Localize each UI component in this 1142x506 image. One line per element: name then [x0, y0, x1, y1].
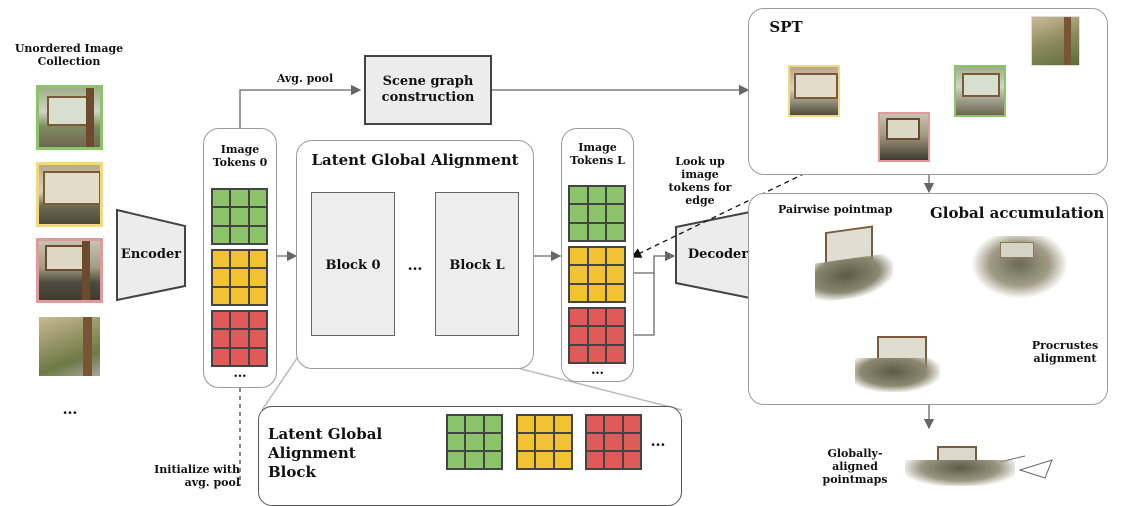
tokensL-red-grid [568, 307, 626, 364]
tokensL-green-grid [568, 185, 626, 242]
pointmap-pairwise [815, 223, 893, 306]
tokensL-to-decoder-arrow [626, 250, 676, 274]
lgab-ellipsis: … [650, 432, 666, 450]
encoder-label: Encoder [120, 247, 182, 262]
tokensL-yellow-grid [568, 246, 626, 303]
output-label: Globally-aligned pointmaps [822, 447, 888, 486]
lgab-green-grid [446, 414, 503, 470]
lgab-yellow-grid [516, 414, 573, 470]
lga-block-l-label: Block L [449, 258, 505, 273]
input-image-3 [36, 238, 103, 303]
tokens0-yellow-grid [211, 249, 268, 306]
pointmap-accumulated [972, 236, 1067, 298]
accum-title: Global accumulation [930, 204, 1105, 222]
accum-pairwise-label: Pairwise pointmap [778, 203, 893, 216]
spt-title: SPT [769, 18, 803, 36]
accum-procrustes-label: Procrustes alignment [1031, 339, 1099, 365]
lga-block-0-label: Block 0 [325, 258, 381, 273]
input-image-2 [36, 162, 103, 227]
spt-image-top [1031, 16, 1080, 66]
tokensL-red-to-decoder-line [626, 273, 655, 336]
encoder-shape [116, 208, 186, 302]
tokensL-ellipsis: … [591, 363, 604, 378]
tokens0-red-grid [211, 310, 268, 367]
output-pointmap [905, 440, 1015, 486]
input-title: Unordered Image Collection [14, 42, 124, 68]
pointmap-aligned [855, 330, 940, 392]
avg-pool-arrow [239, 84, 362, 128]
tokensL-label: Image Tokens L [570, 141, 625, 167]
lgab-red-grid [585, 414, 642, 470]
lookup-label: Look up image tokens for edge [668, 155, 732, 207]
lgab-title: Latent Global Alignment Block [268, 425, 383, 481]
spt-image-red [878, 112, 930, 162]
scene-graph-box [364, 55, 492, 125]
lga-block-l [435, 192, 519, 336]
lga-dots: … [407, 256, 423, 274]
decoder-label: Decoder [687, 247, 749, 262]
scene-graph-label: Scene graph construction [381, 74, 475, 105]
lga-title: Latent Global Alignment [311, 151, 519, 169]
init-label: Initialize with avg. pool [154, 463, 240, 489]
avg-pool-label: Avg. pool [276, 72, 334, 85]
tokens0-label: Image Tokens 0 [212, 143, 268, 169]
spt-image-yellow [788, 65, 840, 117]
lga-block-0 [311, 192, 395, 336]
input-image-1 [36, 85, 103, 150]
tokens0-ellipsis: … [233, 366, 247, 381]
input-image-4 [36, 314, 103, 379]
tokens0-green-grid [211, 188, 268, 245]
spt-image-green [954, 65, 1006, 117]
input-ellipsis: … [62, 400, 78, 418]
